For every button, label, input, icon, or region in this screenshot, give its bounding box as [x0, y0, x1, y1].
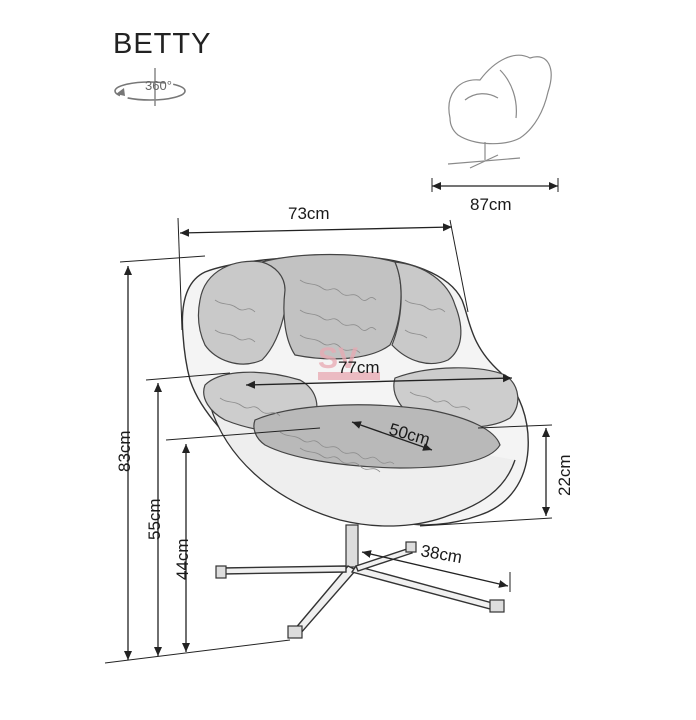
side-view-sketch — [447, 54, 552, 169]
armrest-height-label: 55cm — [145, 498, 164, 540]
side-depth-label: 87cm — [470, 195, 512, 214]
seat-height-label: 44cm — [173, 538, 192, 580]
rotation-label: 360° — [145, 78, 172, 93]
seat-width-label: 77cm — [338, 358, 380, 377]
chair-sketch — [181, 253, 529, 639]
product-title: BETTY — [113, 28, 212, 60]
top-width-label: 73cm — [288, 204, 330, 223]
armrest-to-seat-label: 22cm — [555, 454, 574, 496]
svg-text:SV: SV — [318, 342, 358, 375]
total-height-label: 83cm — [115, 430, 134, 472]
base-radius-label: 38cm — [419, 541, 463, 567]
rotation-360-icon: 360° — [114, 68, 186, 106]
